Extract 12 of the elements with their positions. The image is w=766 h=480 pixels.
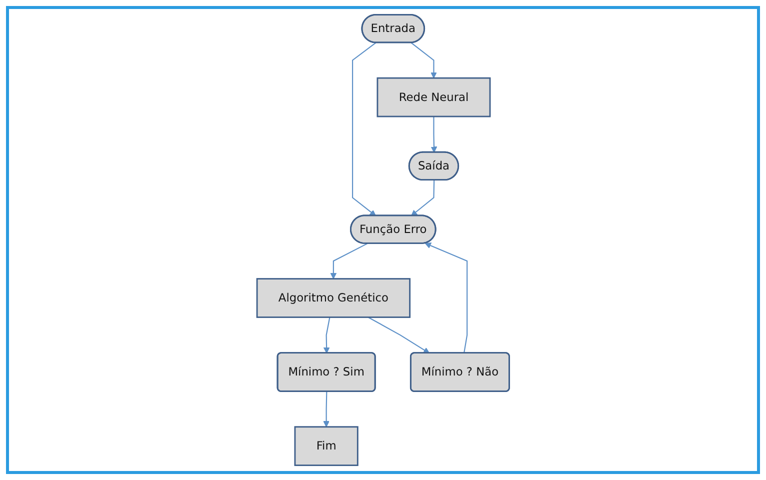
arrow [330,243,368,280]
node-box: Fim [294,426,358,466]
node-box: Rede Neural [376,77,491,118]
arrow [352,42,376,216]
arrow [323,317,330,354]
arrow [368,316,430,354]
arrow [410,42,437,78]
arrow [410,180,434,216]
arrow [430,116,437,153]
node-box: Algoritmo Genético [256,278,410,318]
arrow [323,392,330,428]
arrow [424,242,468,354]
